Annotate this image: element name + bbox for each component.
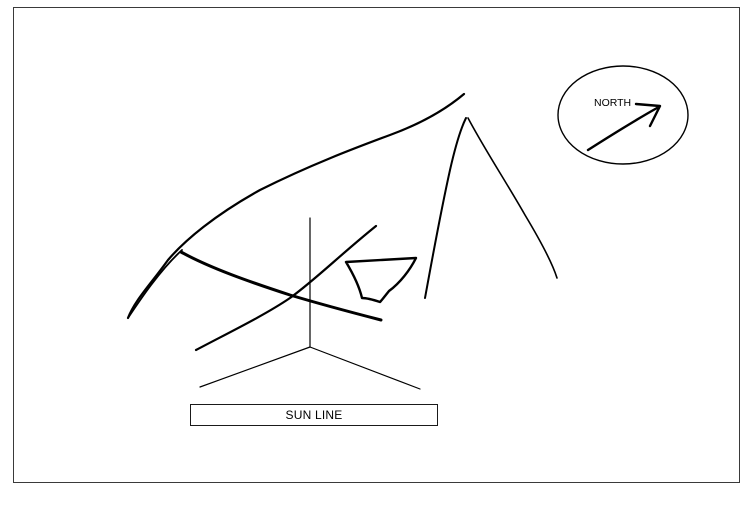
diagonal-stroke xyxy=(196,226,376,350)
ridge-line-hump xyxy=(128,250,182,318)
north-compass-circle xyxy=(558,66,688,164)
ridge-line-upper xyxy=(128,94,464,318)
north-label: NORTH xyxy=(594,97,631,109)
sun-line-label-box: SUN LINE xyxy=(190,404,438,426)
sun-line-label: SUN LINE xyxy=(286,408,343,422)
base-right-leg xyxy=(310,347,420,389)
peak-right-side xyxy=(468,118,557,278)
base-left-leg xyxy=(200,347,310,387)
north-arrow-shaft xyxy=(588,108,657,150)
peak-left-side xyxy=(425,118,466,298)
trapezoid-shape xyxy=(346,258,416,302)
